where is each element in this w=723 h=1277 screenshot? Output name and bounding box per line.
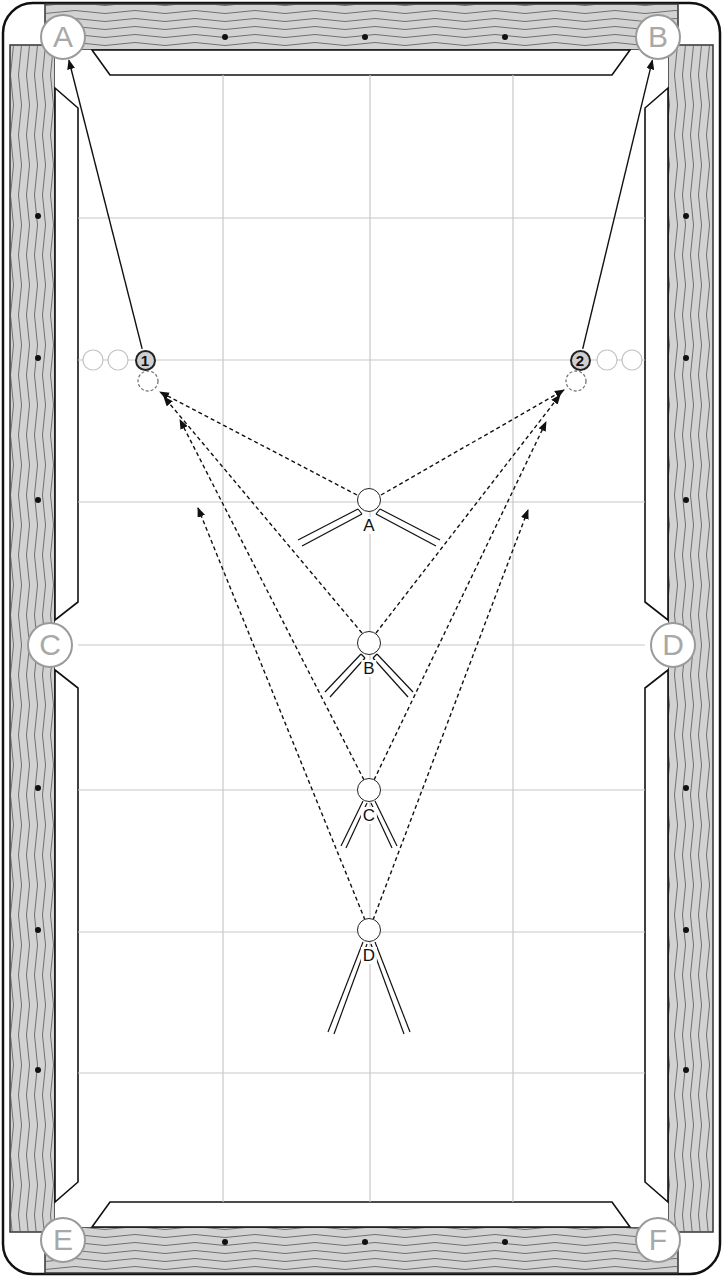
- pocket-label: D: [662, 630, 684, 660]
- pocket-circle: E: [40, 1217, 86, 1263]
- cue-ball: B: [357, 631, 381, 655]
- pocket-circle: B: [635, 14, 681, 60]
- pocket-circle: A: [40, 14, 86, 60]
- position-label: D: [361, 947, 377, 964]
- position-label: A: [361, 517, 376, 534]
- object-ball: 1: [135, 350, 156, 371]
- pocket-label: C: [39, 630, 61, 660]
- pocket-circle: F: [635, 1217, 681, 1263]
- position-label: B: [361, 660, 376, 677]
- pocket-label: F: [649, 1225, 667, 1255]
- position-label: C: [361, 807, 377, 824]
- shot-line: [583, 60, 653, 348]
- pocket-circle: D: [650, 622, 696, 668]
- ball-number: 1: [141, 353, 149, 368]
- pocket-circle: C: [27, 622, 73, 668]
- pocket-label: B: [648, 22, 668, 52]
- pocket-label: A: [53, 22, 73, 52]
- cue-ball: A: [357, 488, 381, 512]
- pocket-label: E: [53, 1225, 73, 1255]
- ball-number: 2: [576, 353, 584, 368]
- cue-ball: D: [357, 918, 381, 942]
- shot-line: [69, 60, 142, 349]
- cue-ball: C: [357, 778, 381, 802]
- object-ball: 2: [570, 350, 591, 371]
